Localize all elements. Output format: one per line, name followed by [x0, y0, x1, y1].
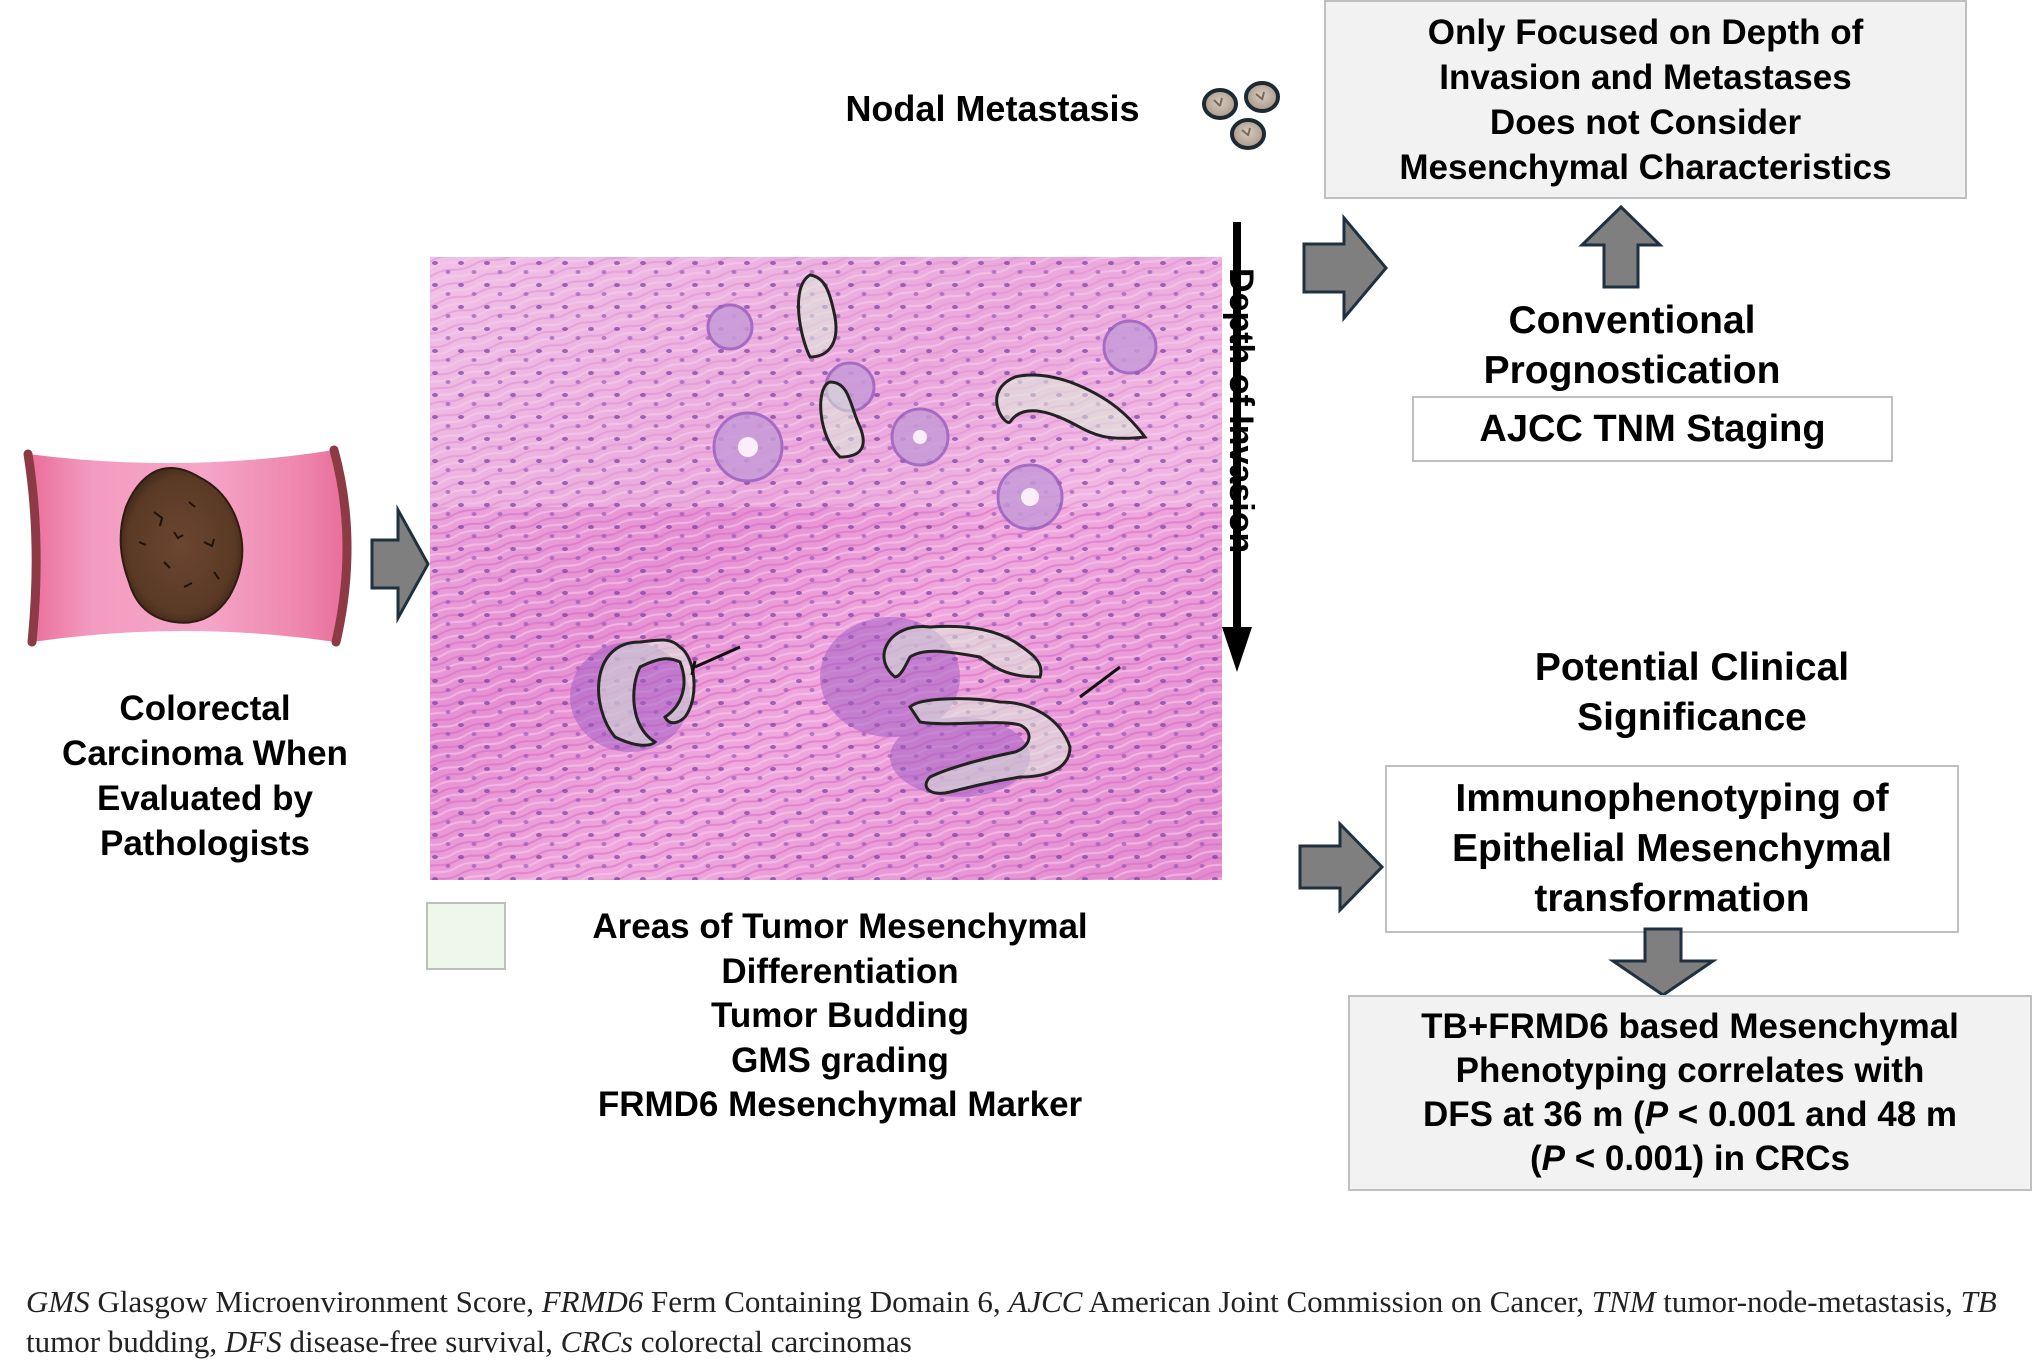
box-line: Does not Consider [1489, 102, 1802, 142]
caption-abbr: CRCs [560, 1324, 633, 1359]
caption-abbr: TB [1960, 1284, 1997, 1319]
box-line: Immunophenotyping of [1455, 777, 1889, 820]
legend-swatch [426, 902, 506, 970]
caption-text: Ferm Containing Domain 6, [643, 1284, 1009, 1319]
label-line: Prognostication [1483, 349, 1781, 392]
right-arrow-icon [370, 504, 430, 624]
box-line: Mesenchymal Characteristics [1399, 147, 1892, 187]
right-arrow-icon [1298, 820, 1385, 914]
legend-line: Differentiation [721, 951, 959, 991]
ajcc-tnm-staging-box: AJCC TNM Staging [1412, 396, 1893, 462]
text-part: < 0.001 and 48 m [1668, 1095, 1957, 1134]
caption-text: American Joint Commission on Cancer, [1082, 1284, 1592, 1319]
legend-line: GMS grading [731, 1040, 949, 1080]
potential-clinical-significance-label: Potential Clinical Significance [1432, 643, 1952, 743]
caption-abbr: DFS [224, 1324, 282, 1359]
legend-line: Areas of Tumor Mesenchymal [592, 907, 1088, 946]
box-line: Only Focused on Depth of [1427, 12, 1864, 52]
label-line: Colorectal [119, 689, 291, 728]
p-value-symbol: P [1644, 1095, 1669, 1134]
box-line: Epithelial Mesenchymal [1452, 827, 1892, 870]
label-line: Pathologists [99, 824, 311, 863]
conventional-prognostication-label: Conventional Prognostication [1402, 296, 1862, 396]
box-line: DFS at 36 m (P < 0.001 and 48 m [1421, 1093, 1959, 1137]
immunophenotyping-box: Immunophenotyping of Epithelial Mesenchy… [1385, 765, 1959, 933]
box-line: Invasion and Metastases [1439, 57, 1852, 97]
depth-of-invasion-label: Depth of Invasion [1222, 268, 1260, 554]
label-line: Significance [1577, 696, 1807, 739]
label-line: Conventional [1508, 299, 1756, 342]
box-line: (P < 0.001) in CRCs [1421, 1137, 1959, 1181]
histology-micrograph [430, 257, 1222, 880]
down-arrow-icon [1608, 927, 1718, 997]
label-line: Carcinoma When [62, 734, 348, 773]
p-value-symbol: P [1541, 1139, 1566, 1178]
caption-text: tumor budding, [26, 1284, 2005, 1359]
label-line: Evaluated by [97, 779, 313, 818]
text-part: DFS at 36 m ( [1422, 1095, 1645, 1134]
colorectal-carcinoma-label: Colorectal Carcinoma When Evaluated by P… [10, 686, 400, 866]
caption-text: Glasgow Microenvironment Score, [89, 1284, 542, 1319]
caption-abbr: AJCC [1008, 1284, 1083, 1319]
ajcc-label: AJCC TNM Staging [1479, 407, 1826, 450]
caption-abbr: TNM [1591, 1284, 1656, 1319]
figure-caption: GMS Glasgow Microenvironment Score, FRMD… [26, 1282, 2016, 1362]
legend-text: Areas of Tumor Mesenchymal Differentiati… [530, 905, 1150, 1128]
right-arrow-icon [1302, 213, 1388, 323]
legend-line: Tumor Budding [711, 996, 969, 1035]
legend-line: FRMD6 Mesenchymal Marker [597, 1085, 1083, 1124]
up-arrow-icon [1578, 204, 1664, 289]
caption-abbr: GMS [26, 1284, 90, 1319]
label-line: Potential Clinical [1534, 646, 1850, 689]
caption-text: tumor-node-metastasis, [1655, 1284, 1961, 1319]
lymph-node-cells-icon [1202, 81, 1280, 150]
box-line: transformation [1534, 877, 1810, 920]
nodal-metastasis-label: Nodal Metastasis [845, 88, 1140, 129]
caption-text: disease-free survival, [281, 1324, 561, 1359]
box-line: Phenotyping correlates with [1455, 1051, 1925, 1090]
text-part: < 0.001) in CRCs [1565, 1139, 1850, 1178]
colorectal-tumor-illustration [23, 445, 352, 647]
box-line: TB+FRMD6 based Mesenchymal [1421, 1007, 1959, 1046]
caption-text: colorectal carcinomas [633, 1324, 912, 1359]
dfs-correlation-box: TB+FRMD6 based Mesenchymal Phenotyping c… [1348, 995, 2032, 1191]
text-part: ( [1530, 1139, 1542, 1178]
depth-metastases-note-box: Only Focused on Depth of Invasion and Me… [1324, 0, 1967, 199]
depth-of-invasion-arrow [1222, 222, 1252, 672]
caption-abbr: FRMD6 [541, 1284, 644, 1319]
